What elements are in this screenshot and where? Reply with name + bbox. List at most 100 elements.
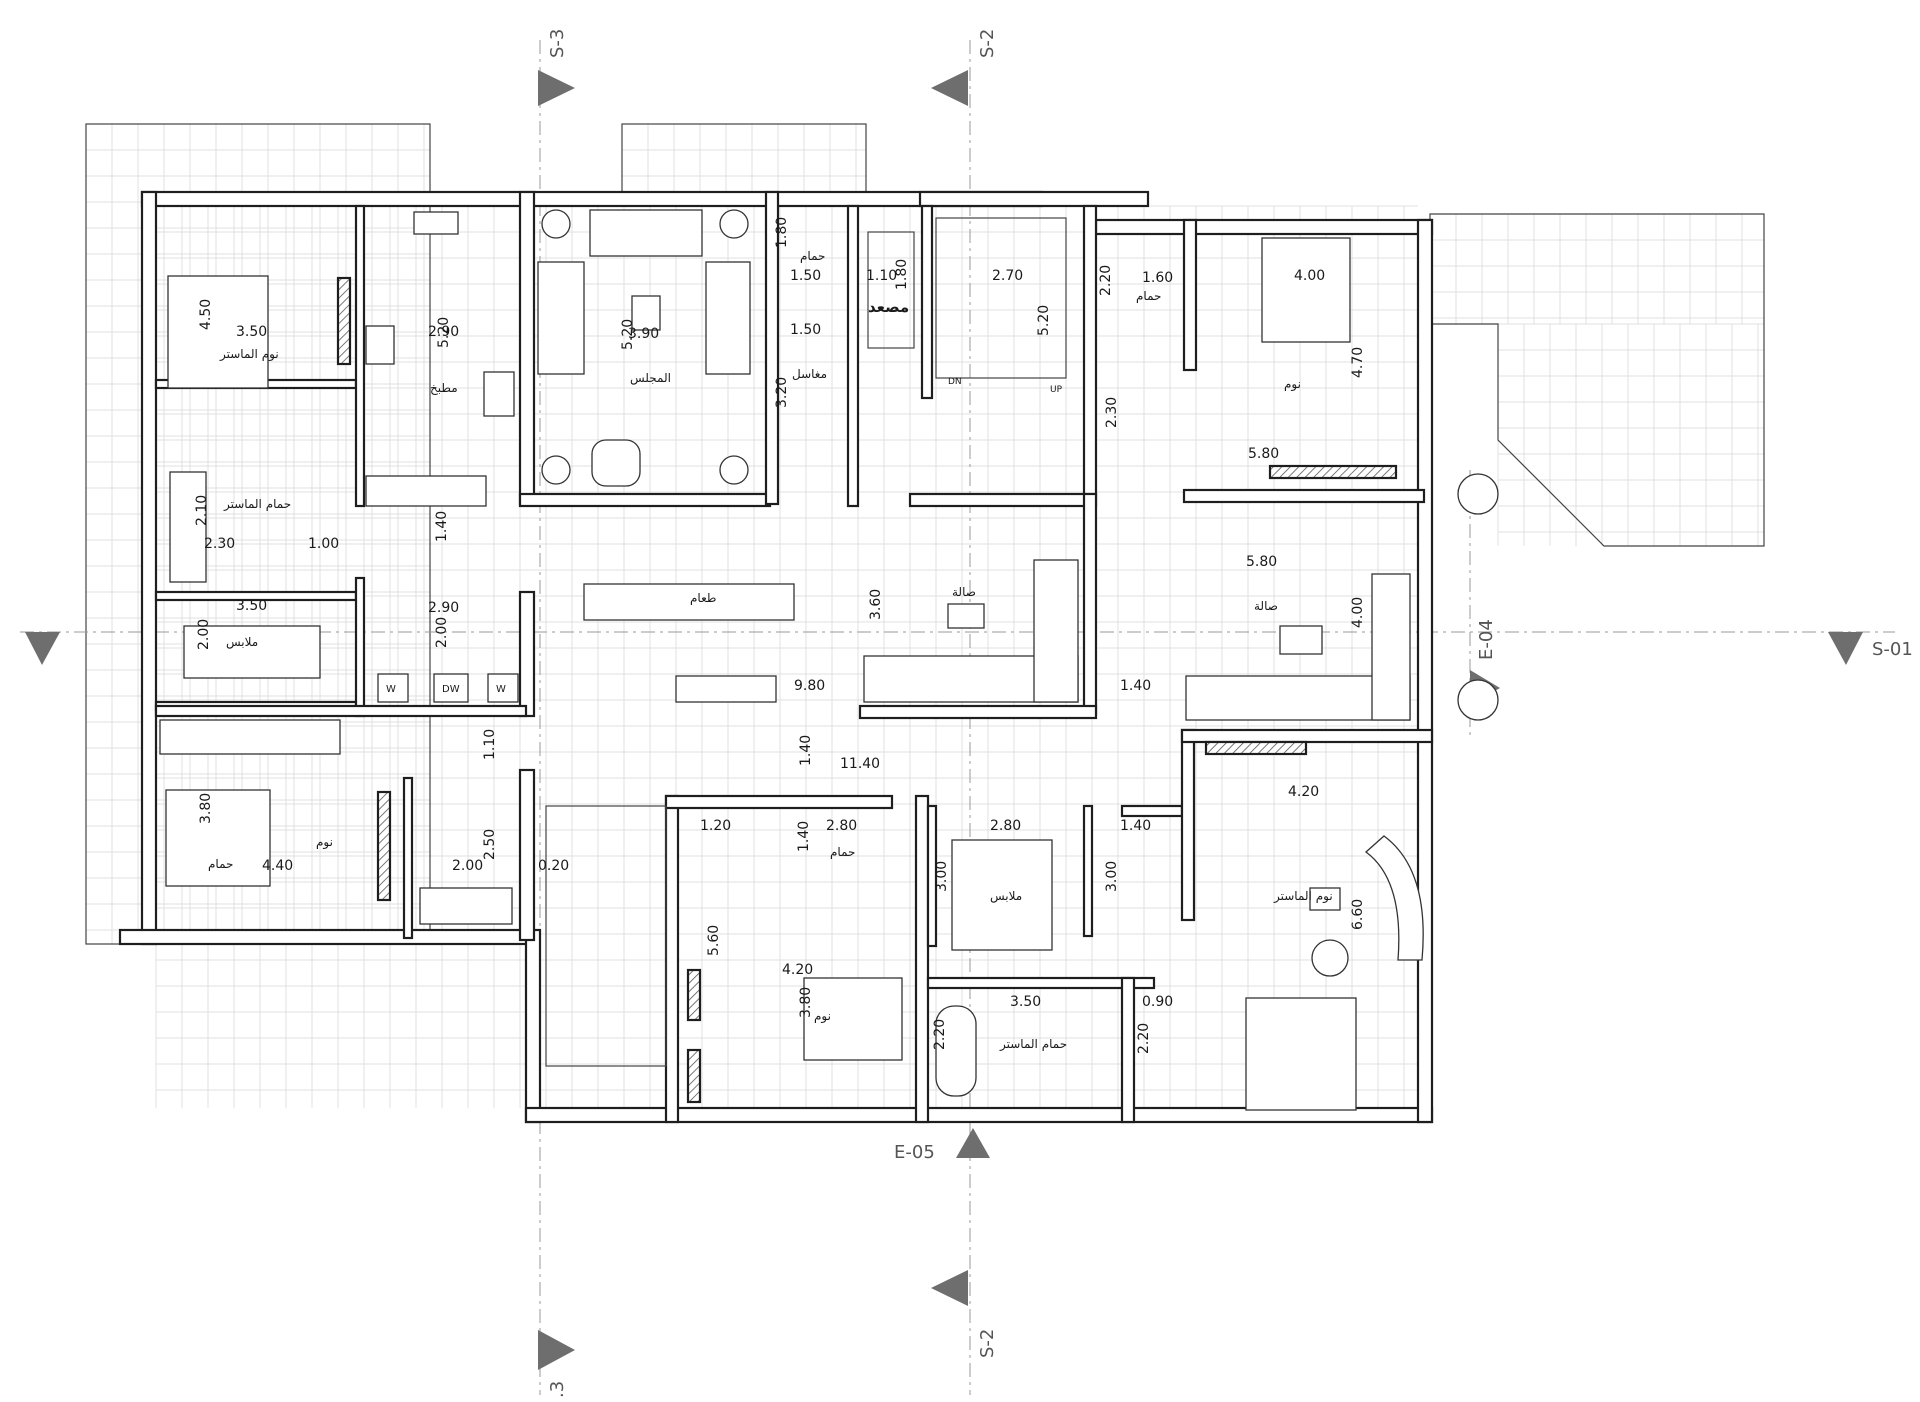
majlis-sofa-top xyxy=(589,209,703,257)
dimension-d-020-sw: 0.20 xyxy=(538,858,569,874)
room-bath-top: حمام xyxy=(800,249,825,263)
elevator-shaft xyxy=(867,231,915,349)
room-master-bed-se: نوم الماستر xyxy=(1273,889,1333,904)
majlis-lamp-1 xyxy=(541,209,571,239)
marker-s3-bottom xyxy=(538,1330,575,1370)
wardrobes xyxy=(336,276,1398,1104)
appliance-w1: W xyxy=(386,684,396,695)
label-s3-top: S-3 xyxy=(547,29,568,58)
wall-hall-east-west xyxy=(1082,492,1098,716)
room-dining: طعام xyxy=(690,591,716,605)
majlis-lamp-2 xyxy=(719,209,749,239)
wall-stair-south xyxy=(908,492,1096,508)
wall-majlis-west xyxy=(518,190,536,506)
dimension-d-520-s: 5.20 xyxy=(1036,305,1052,336)
appliance-w2: W xyxy=(496,684,506,695)
dimension-d-250-sw: 2.50 xyxy=(482,829,498,860)
appliance-dw: DW xyxy=(442,684,460,695)
room-bed-sw: نوم xyxy=(316,835,333,850)
majlis-lamp-4 xyxy=(719,455,749,485)
wall-laundry-west xyxy=(354,576,366,718)
dimension-d-150-b: 1.50 xyxy=(790,268,821,284)
dining-table xyxy=(583,583,795,621)
wall-east xyxy=(1416,218,1434,1124)
wall-s-north xyxy=(664,794,894,810)
majlis-sofa-left xyxy=(537,261,585,375)
room-kitchen: مطبخ xyxy=(430,381,458,395)
closet-s-island xyxy=(951,839,1053,951)
dimension-d-300-cl2: 3.00 xyxy=(1104,861,1120,892)
wardrobe-nw xyxy=(336,276,352,366)
dimension-d-980-h: 9.80 xyxy=(794,678,825,694)
wall-north-west xyxy=(140,190,1044,208)
small-marks: UP DN W DW W xyxy=(386,377,1063,695)
wardrobe-ne xyxy=(1268,464,1398,480)
dimension-d-150-w: 1.50 xyxy=(790,322,821,338)
room-master-bath-w: حمام الماستر xyxy=(223,497,291,512)
room-closet-w: ملابس xyxy=(226,635,258,650)
bed-nw xyxy=(167,275,269,389)
dimension-d-160-ne: 1.60 xyxy=(1142,270,1173,286)
wall-closet-s-south xyxy=(926,976,1156,990)
wall-north-east xyxy=(1094,218,1434,236)
room-bath-sw: حمام xyxy=(208,857,233,871)
hall-table xyxy=(947,603,985,629)
wall-ne-bed-south xyxy=(1182,488,1426,504)
dimension-d-110-e: 1.10 xyxy=(866,268,897,284)
bed-s xyxy=(803,977,903,1061)
room-hall-east: صالة xyxy=(1254,599,1278,613)
dimension-d-120-s: 1.20 xyxy=(700,818,731,834)
dimension-d-210-mb: 2.10 xyxy=(194,495,210,526)
dimension-d-350-cl: 3.50 xyxy=(236,598,267,614)
closet-bench-w xyxy=(183,625,321,679)
dimension-d-280-cl: 2.80 xyxy=(990,818,1021,834)
stair-dn-mark: DN xyxy=(948,377,962,387)
dimension-d-380-sw: 3.80 xyxy=(198,793,214,824)
wall-majlis-east xyxy=(764,190,780,506)
dimension-d-320-w: 3.20 xyxy=(774,377,790,408)
wall-dining-west xyxy=(518,590,536,718)
washer-1 xyxy=(377,673,409,703)
wall-se-north-stub xyxy=(1120,804,1184,818)
dimension-d-470-ne: 4.70 xyxy=(1350,347,1366,378)
se-sofa xyxy=(1364,835,1424,961)
marker-s2-bottom xyxy=(931,1270,968,1306)
dimension-d-580-ne: 5.80 xyxy=(1248,446,1279,462)
bathtub-sw xyxy=(419,887,513,925)
wall-closet-s-west xyxy=(926,804,938,948)
wall-se-north xyxy=(1180,728,1434,744)
furniture xyxy=(159,209,1499,1111)
dimension-d-420-bs: 4.20 xyxy=(782,962,813,978)
wall-majlis-south xyxy=(518,492,772,508)
dishwasher xyxy=(433,673,469,703)
dimension-d-400-he: 4.00 xyxy=(1350,597,1366,628)
stair-main xyxy=(935,217,1067,379)
kitchen-hob xyxy=(365,325,395,365)
dimension-d-350-mbs: 3.50 xyxy=(1010,994,1041,1010)
dimension-d-090-se: 0.90 xyxy=(1142,994,1173,1010)
dimension-d-140-h: 1.40 xyxy=(1120,678,1151,694)
wall-stair-east xyxy=(1082,204,1098,508)
room-hall-center: صالة xyxy=(952,585,976,599)
wall-s-bath-east xyxy=(914,794,930,1124)
room-majlis: المجلس xyxy=(630,371,671,386)
bed-se xyxy=(1245,997,1357,1111)
wall-se-bath-west xyxy=(1120,976,1136,1124)
wall-s-bed-west xyxy=(664,794,680,1124)
kitchen-counter xyxy=(365,475,487,507)
marker-left xyxy=(25,632,60,665)
wall-stair-west xyxy=(524,928,542,1124)
dimension-d-200-cl: 2.00 xyxy=(196,619,212,650)
label-e05: E-05 xyxy=(894,1142,935,1163)
dimension-d-200-l: 2.00 xyxy=(434,617,450,648)
majlis-lamp-3 xyxy=(541,455,571,485)
terrace-east xyxy=(1429,213,1765,547)
marker-s2-top xyxy=(931,70,968,106)
dimension-d-220-mbs: 2.20 xyxy=(932,1019,948,1050)
room-closet-s: ملابس xyxy=(990,889,1022,904)
dimension-d-230-mb: 2.30 xyxy=(204,536,235,552)
wall-stair2-north xyxy=(518,768,536,942)
corridor-cabinet xyxy=(159,719,341,755)
bay-window-top xyxy=(1457,473,1499,515)
wall-west xyxy=(140,190,158,946)
